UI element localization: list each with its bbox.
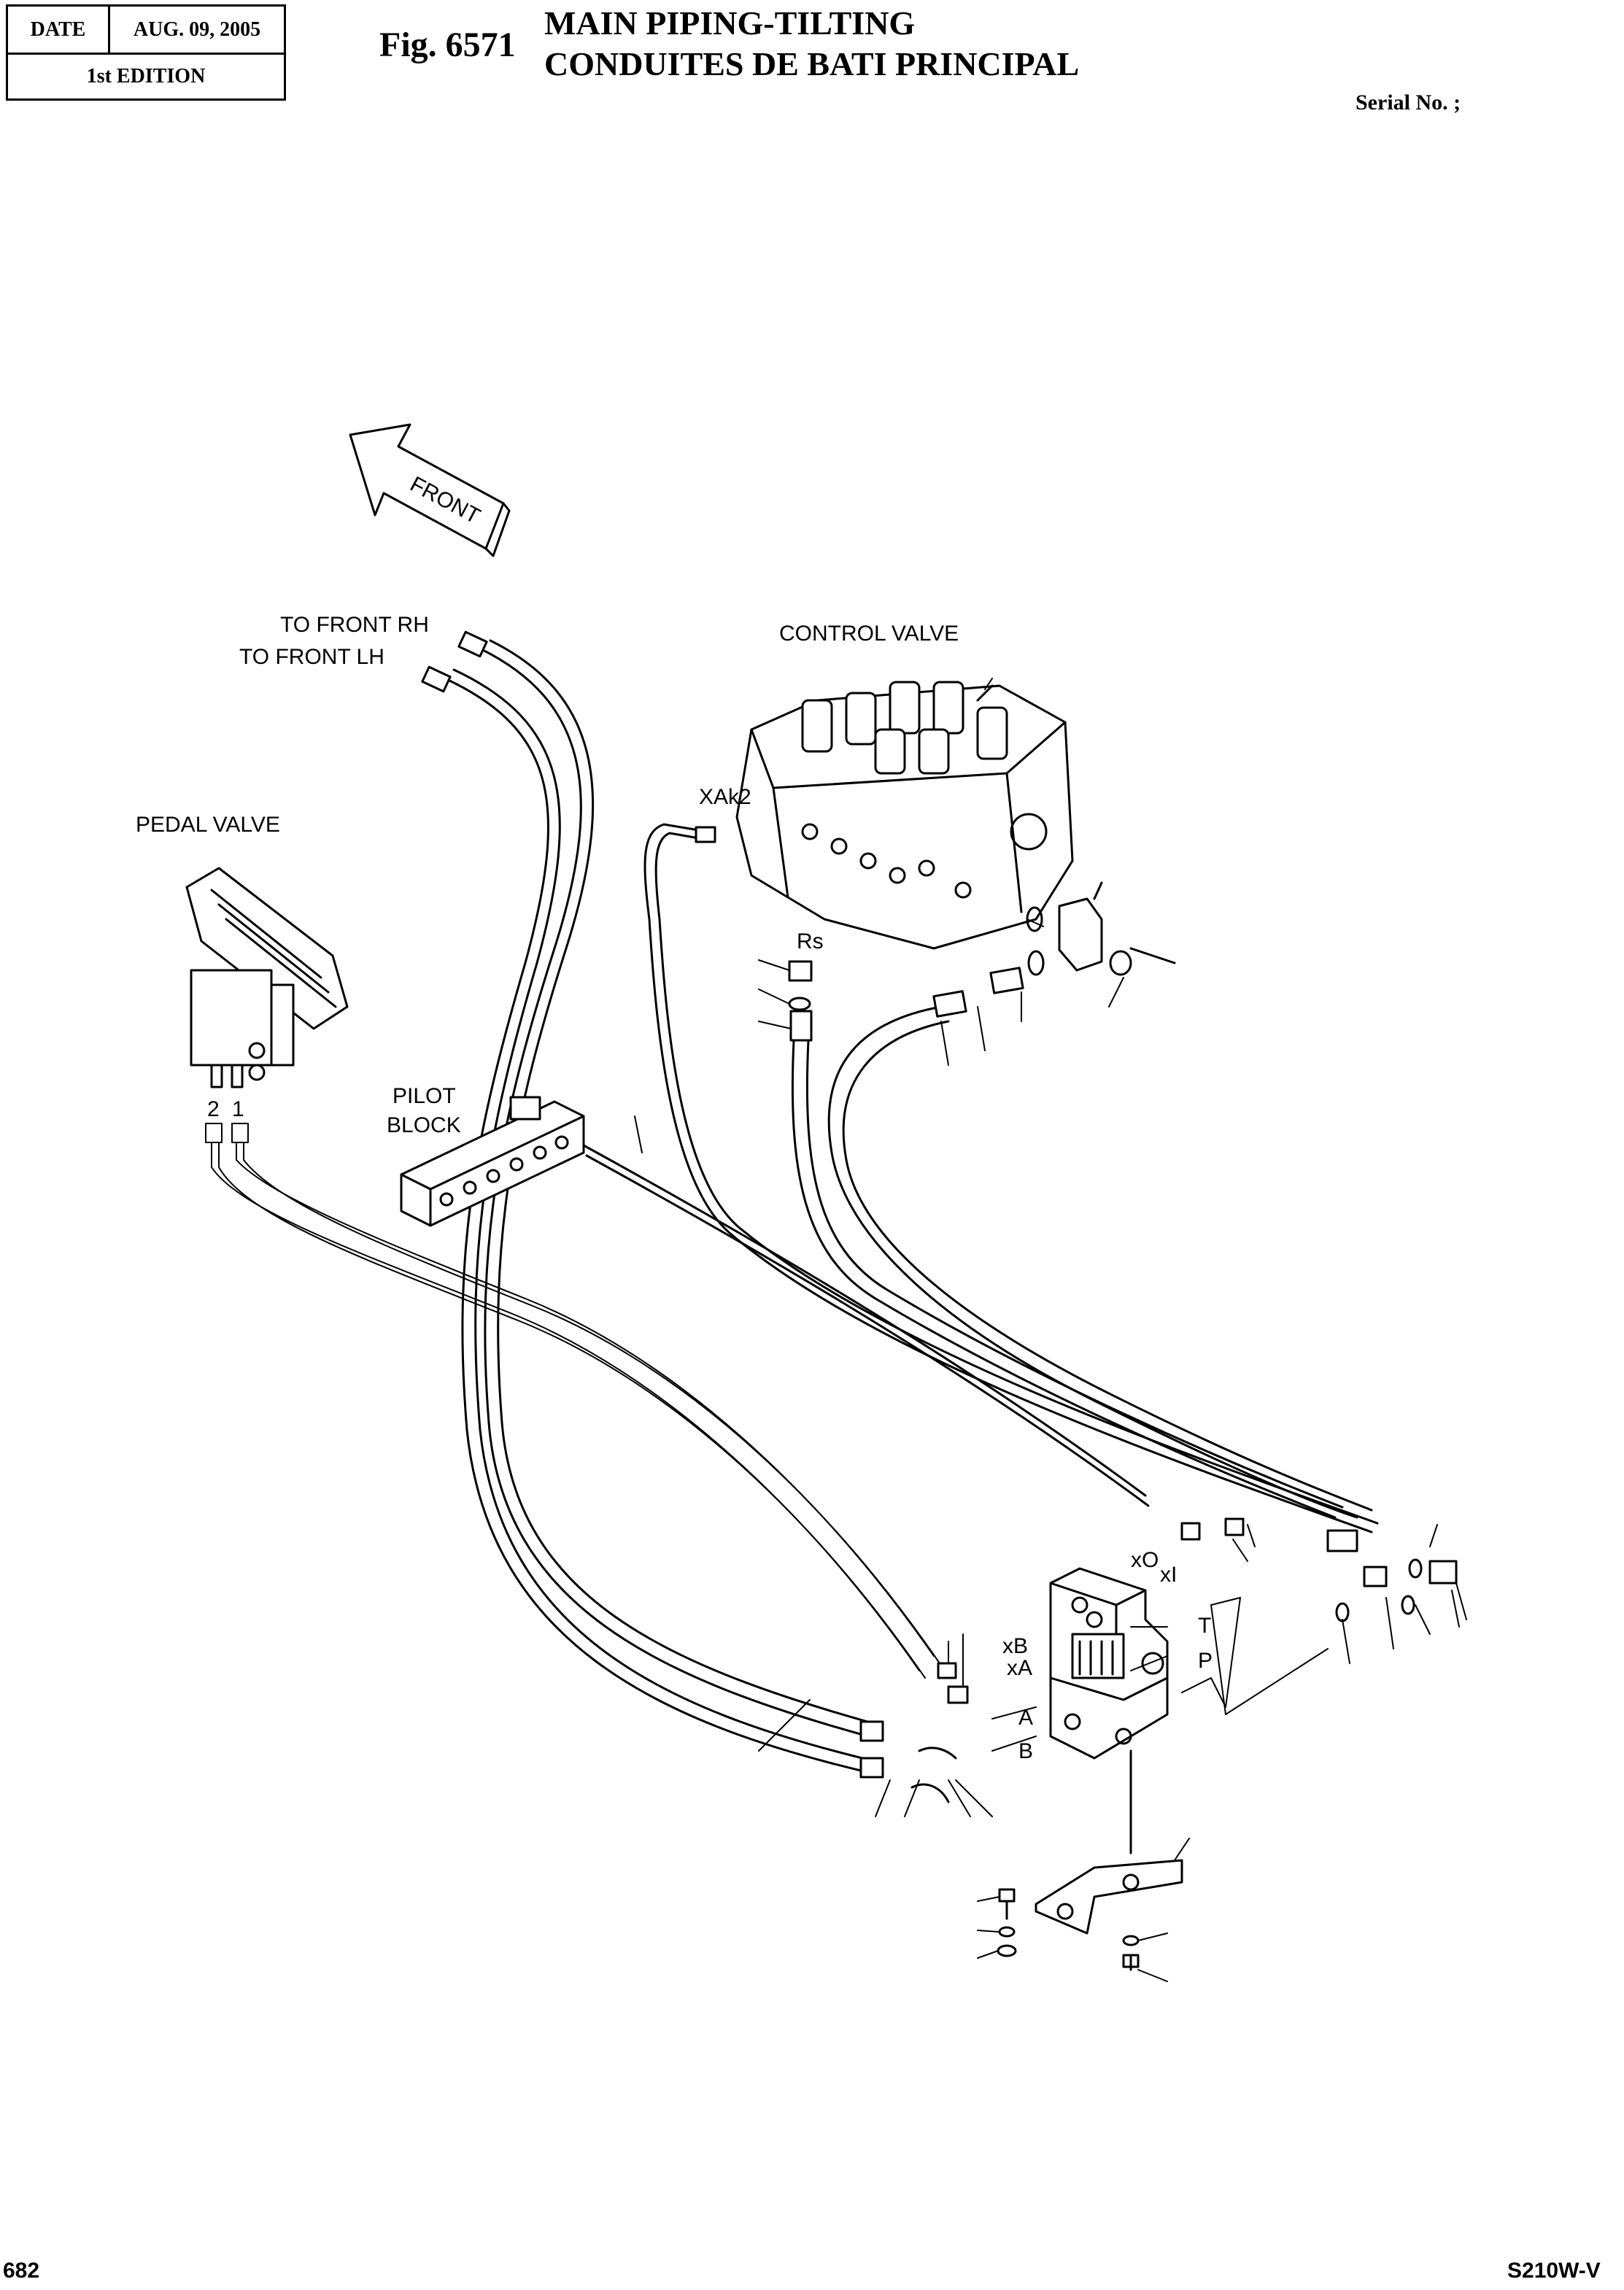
port-b-label: B: [1018, 1739, 1033, 1763]
control-valve: [735, 681, 1074, 950]
block-label: BLOCK: [387, 1113, 461, 1137]
port-a-label: A: [1018, 1706, 1033, 1730]
date-label: DATE: [8, 7, 110, 53]
front-arrow: [349, 423, 511, 557]
port-1-label: 1: [232, 1097, 244, 1121]
page-title: MAIN PIPING-TILTING CONDUITES DE BATI PR…: [544, 3, 1079, 85]
rs-fitting: [788, 960, 1344, 1519]
port-2-label: 2: [207, 1097, 220, 1121]
pedal-valve: [185, 867, 349, 1088]
port-xi-label: xI: [1160, 1563, 1177, 1587]
port-xb-label: xB: [1002, 1634, 1028, 1658]
control-valve-label: CONTROL VALVE: [779, 622, 959, 646]
port-xo-label: xO: [1131, 1548, 1159, 1572]
mounting-bracket: [1035, 1859, 1183, 1935]
tilting-valve-block: [1049, 1567, 1169, 1854]
model-number: S210W-V: [1507, 2259, 1601, 2283]
header-date-row: DATE AUG. 09, 2005: [8, 7, 284, 55]
tp-routing-line: [1181, 1597, 1329, 1715]
xak2-line: [643, 823, 1379, 1533]
pedal-pilot-lines: [205, 1123, 940, 1679]
rs-label: Rs: [797, 929, 824, 953]
date-value: AUG. 09, 2005: [133, 18, 261, 41]
to-front-lh-label: TO FRONT LH: [239, 645, 384, 669]
header-info-box: DATE AUG. 09, 2005 1st EDITION: [6, 4, 286, 101]
port-xa-label: xA: [1007, 1656, 1032, 1680]
front-hoses: [421, 630, 874, 1773]
port-t-label: T: [1198, 1614, 1211, 1638]
pilot-label: PILOT: [393, 1084, 456, 1108]
title-line-2: CONDUITES DE BATI PRINCIPAL: [544, 45, 1080, 82]
title-line-1: MAIN PIPING-TILTING: [544, 4, 916, 42]
to-front-rh-label: TO FRONT RH: [280, 613, 429, 637]
pilot-block: [400, 1096, 1150, 1507]
serial-number: Serial No. ;: [1356, 90, 1461, 115]
page-number: 682: [3, 2259, 40, 2283]
port-p-label: P: [1198, 1649, 1213, 1673]
edition-label: 1st EDITION: [86, 65, 206, 88]
figure-number: Fig. 6571: [379, 26, 516, 64]
pedal-valve-label: PEDAL VALVE: [136, 813, 280, 837]
leader-lines: [634, 678, 1467, 1982]
flange-hoses: [827, 950, 1373, 1519]
xak2-label: XAk2: [699, 785, 751, 809]
